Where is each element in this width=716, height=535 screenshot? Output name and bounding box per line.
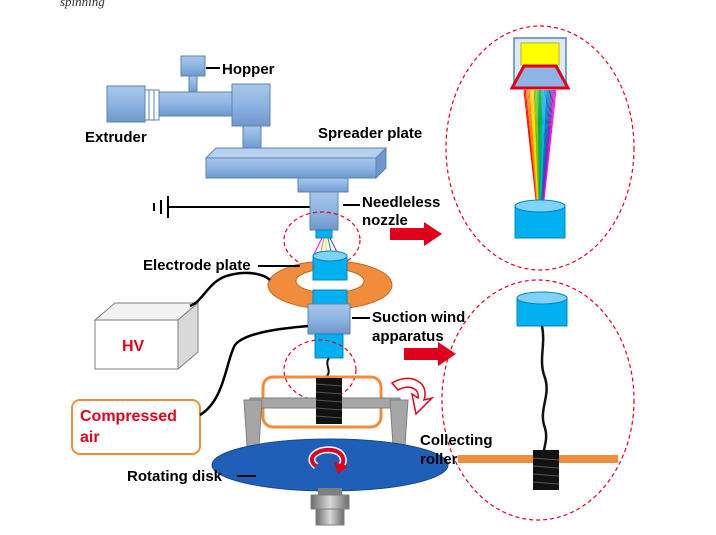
zoom-fiber-jet	[540, 325, 548, 459]
zoom-arrow-bottom	[404, 342, 456, 366]
hopper-label: Hopper	[222, 61, 275, 78]
zoom-suction-nozzle	[516, 291, 568, 327]
zoom-hopper	[509, 37, 571, 90]
extruder	[106, 83, 271, 149]
electrode-plate	[267, 250, 393, 310]
wound-fiber-main	[315, 378, 343, 424]
rotation-arrow-icon	[390, 377, 435, 416]
hv-cable	[189, 271, 271, 308]
collecting-label-line1: Collecting	[420, 432, 493, 449]
spreader-plate-label: Spreader plate	[318, 125, 422, 142]
zoom-jet-fan	[523, 89, 557, 201]
suction-label-line1: Suction wind	[372, 309, 465, 326]
suction-label-line2: apparatus	[372, 328, 444, 345]
air-hose	[199, 324, 309, 417]
needleless-label-line1: Needleless	[362, 194, 440, 211]
compressed-label-line1: Compressed	[80, 408, 177, 425]
needleless-nozzle	[309, 191, 339, 257]
collecting-label-line2: roller	[420, 451, 458, 468]
ground-symbol	[153, 196, 310, 218]
suction-wind-apparatus	[307, 303, 351, 359]
figure-caption: spinning	[60, 0, 105, 9]
needleless-label-line2: nozzle	[362, 212, 408, 229]
hv-label: HV	[122, 338, 145, 355]
extruder-label: Extruder	[85, 129, 147, 146]
electrode-plate-label: Electrode plate	[143, 257, 251, 274]
zoom-nozzle	[514, 199, 566, 239]
rotating-disk-label: Rotating disk	[127, 468, 223, 485]
zoom-circle-top	[445, 25, 635, 271]
compressed-air-box	[71, 399, 201, 455]
fiber-jet-main	[326, 357, 330, 377]
zoom-circle-bottom	[441, 279, 635, 521]
rotating-disk	[211, 438, 449, 526]
compressed-label-line2: air	[80, 429, 100, 446]
zoom-arrow-top	[390, 222, 442, 246]
spreader-plate	[204, 146, 388, 193]
zoom-wound-fiber	[532, 450, 560, 490]
jet-stream	[543, 89, 557, 201]
hopper	[180, 55, 206, 93]
hv-power-supply	[93, 301, 200, 371]
